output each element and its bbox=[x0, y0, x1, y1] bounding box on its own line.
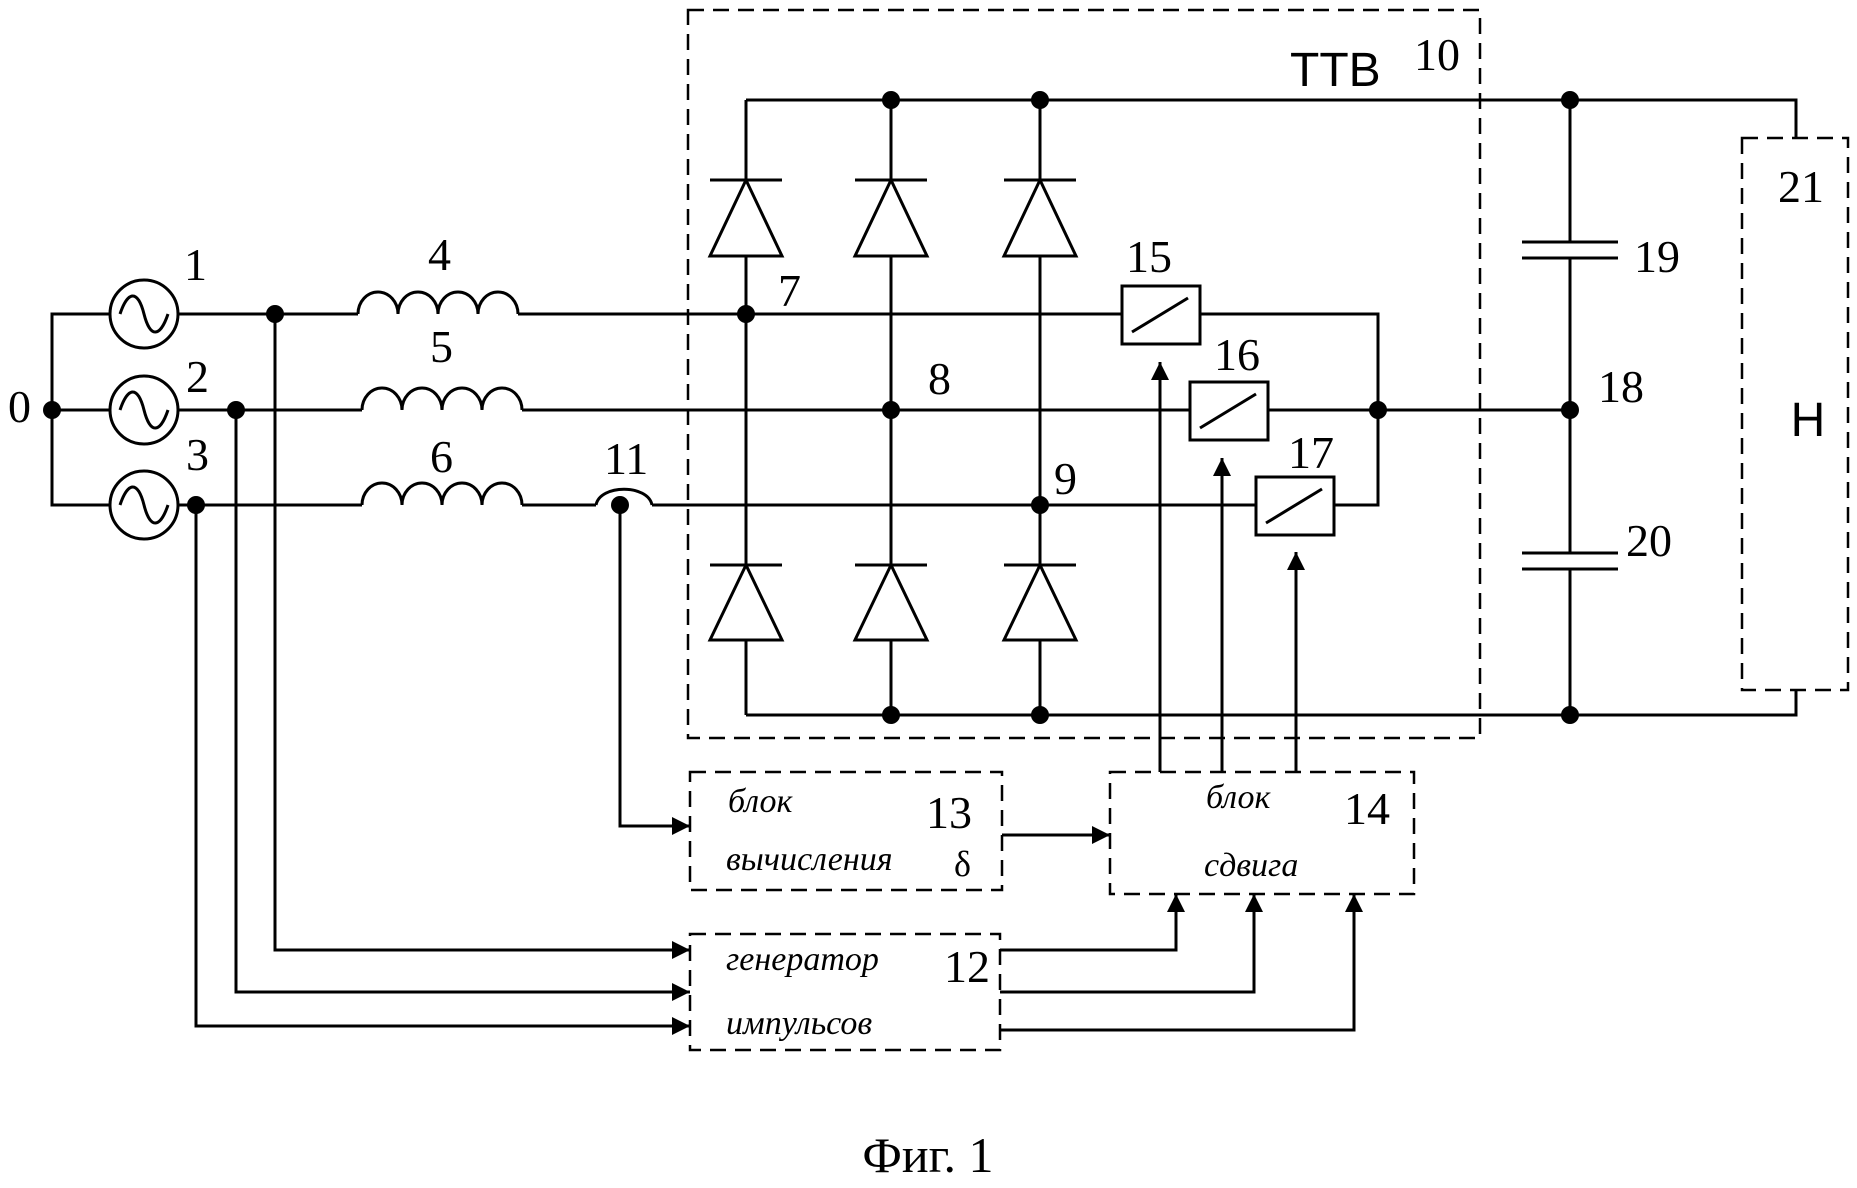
block13-box bbox=[688, 770, 1004, 892]
gen-out-3 bbox=[1000, 894, 1363, 1032]
figure-caption: Фиг. 1 bbox=[862, 1127, 993, 1183]
diode-7-top bbox=[707, 176, 785, 258]
label-10: 10 bbox=[1414, 29, 1460, 80]
label-14: 14 bbox=[1344, 783, 1390, 834]
block14-line1: блок bbox=[1206, 779, 1271, 816]
label-4: 4 bbox=[428, 229, 451, 280]
label-15: 15 bbox=[1126, 231, 1172, 282]
label-8: 8 bbox=[928, 353, 951, 404]
inductor-5 bbox=[360, 386, 524, 411]
source-2 bbox=[108, 374, 180, 446]
tap-phase2 bbox=[234, 410, 690, 1001]
label-6: 6 bbox=[430, 431, 453, 482]
label-2: 2 bbox=[186, 351, 209, 402]
capacitor-19 bbox=[1522, 240, 1618, 260]
inductor-6 bbox=[360, 481, 524, 506]
block13-line2: вычисления bbox=[726, 841, 893, 878]
source-3 bbox=[108, 469, 180, 541]
capacitor-20 bbox=[1522, 551, 1618, 571]
label-12: 12 bbox=[944, 941, 990, 992]
junction-dots bbox=[43, 91, 1579, 724]
label-17: 17 bbox=[1288, 427, 1334, 478]
block14-line2: сдвига bbox=[1204, 847, 1298, 884]
block12-line2: импульсов bbox=[726, 1005, 872, 1042]
diode-7-bottom bbox=[707, 561, 785, 642]
sensor-signal bbox=[618, 505, 690, 835]
ttv-enclosure bbox=[686, 8, 1482, 740]
ttv-label: ТТВ bbox=[1290, 44, 1381, 97]
switch-15 bbox=[1120, 284, 1202, 346]
top-rail bbox=[746, 98, 1798, 138]
block12-box bbox=[688, 932, 1002, 1052]
label-16: 16 bbox=[1214, 329, 1260, 380]
label-11: 11 bbox=[604, 433, 648, 484]
diode-8-top bbox=[852, 176, 930, 258]
block13-line1: блок bbox=[728, 783, 793, 820]
diode-9-top bbox=[1001, 176, 1079, 258]
source-1 bbox=[108, 278, 180, 350]
tap-phase1 bbox=[273, 314, 690, 959]
switch-16 bbox=[1188, 380, 1270, 442]
label-3: 3 bbox=[186, 429, 209, 480]
label-0: 0 bbox=[8, 381, 31, 432]
label-21: 21 bbox=[1778, 161, 1824, 212]
label-7: 7 bbox=[778, 265, 801, 316]
bottom-rail bbox=[746, 690, 1798, 717]
label-5: 5 bbox=[430, 321, 453, 372]
gen-out-2 bbox=[1000, 894, 1263, 994]
label-20: 20 bbox=[1626, 515, 1672, 566]
inductor-4 bbox=[356, 290, 520, 315]
label-1: 1 bbox=[184, 239, 207, 290]
label-18: 18 bbox=[1598, 361, 1644, 412]
label-19: 19 bbox=[1634, 231, 1680, 282]
load-label: Н bbox=[1791, 394, 1826, 447]
tap-phase3 bbox=[194, 505, 690, 1035]
block13-symbol: δ bbox=[954, 844, 971, 884]
label-13: 13 bbox=[926, 787, 972, 838]
label-9: 9 bbox=[1054, 453, 1077, 504]
gen-out-1 bbox=[1000, 894, 1185, 952]
switch-17 bbox=[1254, 475, 1336, 537]
diode-8-bottom bbox=[852, 561, 930, 642]
diode-9-bottom bbox=[1001, 561, 1079, 642]
current-sensor-11 bbox=[594, 487, 654, 506]
block12-line1: генератор bbox=[726, 941, 879, 978]
